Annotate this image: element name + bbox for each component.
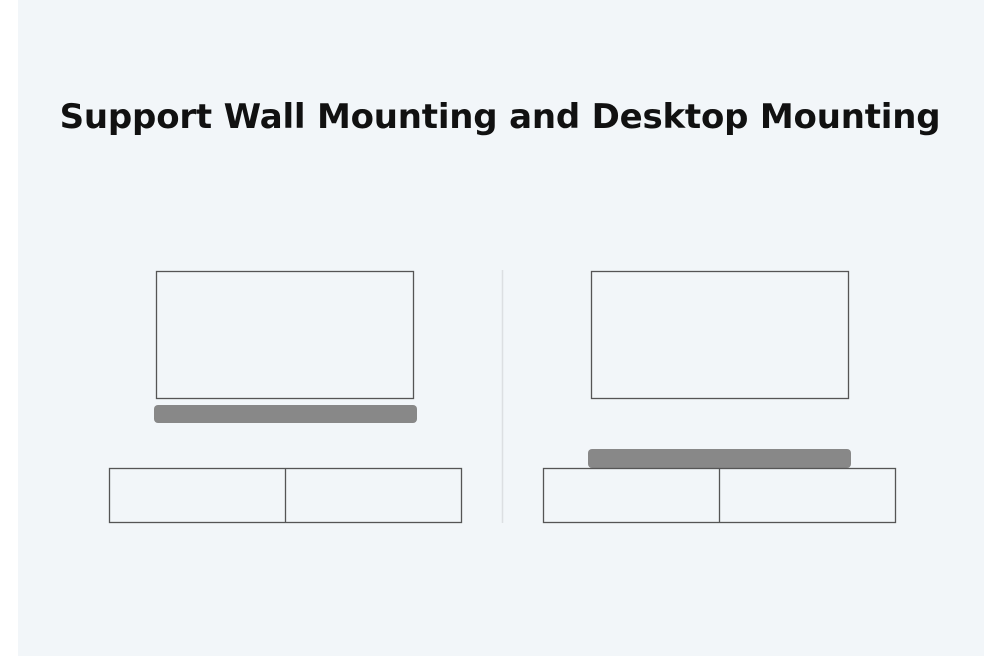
page-title: Support Wall Mounting and Desktop Mounti… xyxy=(59,97,941,137)
tv-screen-icon xyxy=(590,270,850,400)
background-panel xyxy=(18,0,984,656)
desktop-mount-illustration xyxy=(542,270,897,524)
tv-cabinet-icon xyxy=(542,467,897,524)
wall-mount-illustration xyxy=(108,270,463,524)
tv-cabinet-icon xyxy=(108,467,463,524)
soundbar-icon xyxy=(588,449,851,468)
tv-screen-icon xyxy=(155,270,415,400)
soundbar-icon xyxy=(154,405,417,423)
